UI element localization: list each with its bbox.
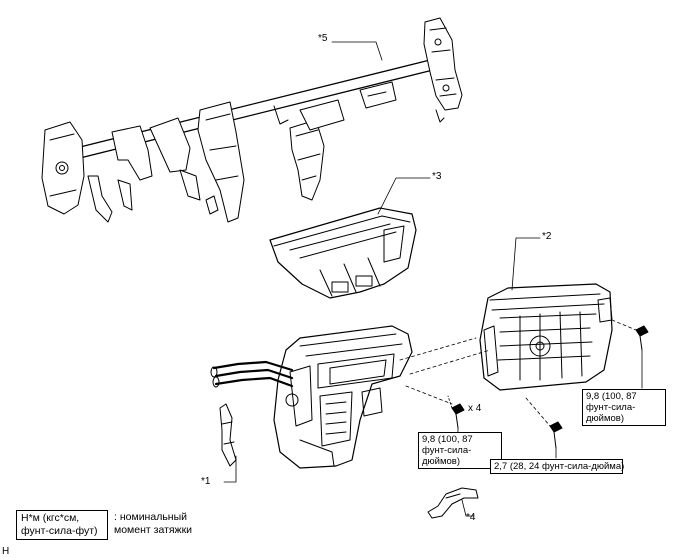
pipe-assembly: [427, 487, 479, 519]
callout-3: *3: [432, 171, 442, 182]
torque-spec-x4: 9,8 (100, 87 фунт-сила-дюймов): [418, 432, 502, 469]
drain-hose: [219, 403, 237, 483]
instrument-panel-reinforcement: [41, 17, 463, 223]
heater-air-duct: [269, 177, 431, 299]
callout-5: *5: [318, 33, 328, 44]
torque-unit-legend: Н*м (кгс*см, фунт-сила-фут): [16, 510, 108, 540]
bolt-x4: [447, 395, 465, 429]
legend-unit-line2: фунт-сила-фут): [21, 525, 98, 537]
air-conditioning-unit: [210, 325, 491, 469]
bolt-right: [611, 319, 649, 351]
legend-desc-line1: : номинальный: [114, 511, 188, 523]
callout-4: *4: [466, 512, 476, 523]
bolt-lower: [525, 397, 563, 449]
legend-description: : номинальный момент затяжки: [114, 511, 192, 537]
legend-desc-line2: момент затяжки: [114, 524, 193, 536]
torque-spec-right: 9,8 (100, 87 фунт-сила-дюймов): [582, 389, 666, 426]
legend-unit-line1: Н*м (кгс*см,: [21, 512, 80, 524]
callout-1: *1: [201, 476, 211, 487]
torque-spec-lower: 2,7 (28, 24 фунт-сила-дюйма): [490, 459, 624, 474]
blower-unit: [479, 237, 613, 391]
figure-code: H: [2, 546, 10, 557]
bolt-quantity: x 4: [468, 403, 482, 414]
callout-2: *2: [542, 231, 552, 242]
